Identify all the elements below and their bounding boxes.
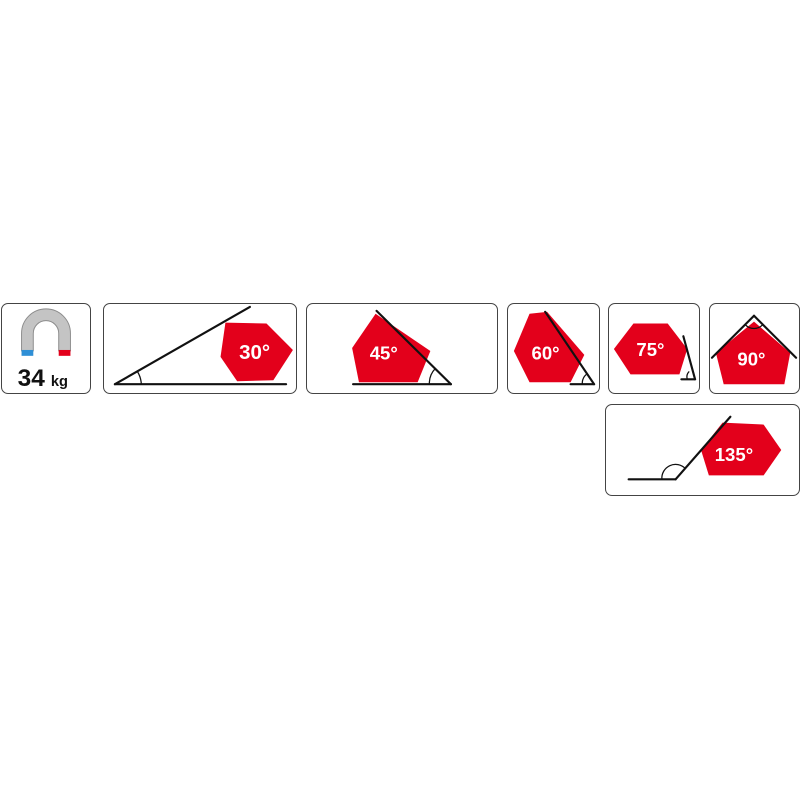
angle-arc bbox=[581, 373, 587, 385]
angled-line bbox=[544, 310, 596, 386]
magnet-hexagon-30 bbox=[220, 322, 293, 382]
angle-arc bbox=[686, 371, 690, 380]
angled-line-right bbox=[752, 314, 798, 359]
angle-label-75: 75° bbox=[636, 339, 664, 360]
angle-tile-60: 60° bbox=[507, 303, 600, 394]
magnet-hexagon-90 bbox=[715, 321, 791, 385]
capacity-tile: 34 kg bbox=[1, 303, 91, 394]
angled-line-left bbox=[710, 314, 756, 359]
magnet-hexagon-75 bbox=[613, 323, 688, 375]
angle-tile-135: 135° bbox=[605, 404, 800, 496]
angle-arc bbox=[661, 463, 686, 480]
angle-label-135: 135° bbox=[715, 444, 753, 465]
angle-arc bbox=[428, 368, 436, 385]
magnet-red-pole bbox=[58, 349, 71, 356]
angle-arc bbox=[744, 324, 764, 330]
angled-line bbox=[375, 309, 452, 386]
angle-label-45: 45° bbox=[370, 343, 398, 364]
capacity-unit: kg bbox=[51, 374, 68, 390]
angle-arc bbox=[136, 371, 142, 385]
capacity-value: 34 bbox=[18, 365, 46, 392]
horseshoe-magnet-icon: 34 kg bbox=[18, 308, 71, 392]
angle-label-30: 30° bbox=[239, 341, 270, 364]
magnet-hexagon-60 bbox=[513, 311, 585, 383]
angle-label-60: 60° bbox=[531, 343, 559, 364]
angle-tile-75: 75° bbox=[608, 303, 700, 394]
magnet-hexagon-135 bbox=[701, 422, 782, 476]
angled-line bbox=[674, 415, 732, 481]
magnet-blue-pole bbox=[21, 349, 34, 356]
angle-tile-45: 45° bbox=[306, 303, 498, 394]
angled-line bbox=[682, 335, 697, 381]
angled-line bbox=[113, 305, 251, 386]
magnet-hexagon-45 bbox=[352, 313, 431, 383]
angle-tile-90: 90° bbox=[709, 303, 800, 394]
angle-tile-30: 30° bbox=[103, 303, 297, 394]
angle-label-90: 90° bbox=[737, 349, 765, 370]
